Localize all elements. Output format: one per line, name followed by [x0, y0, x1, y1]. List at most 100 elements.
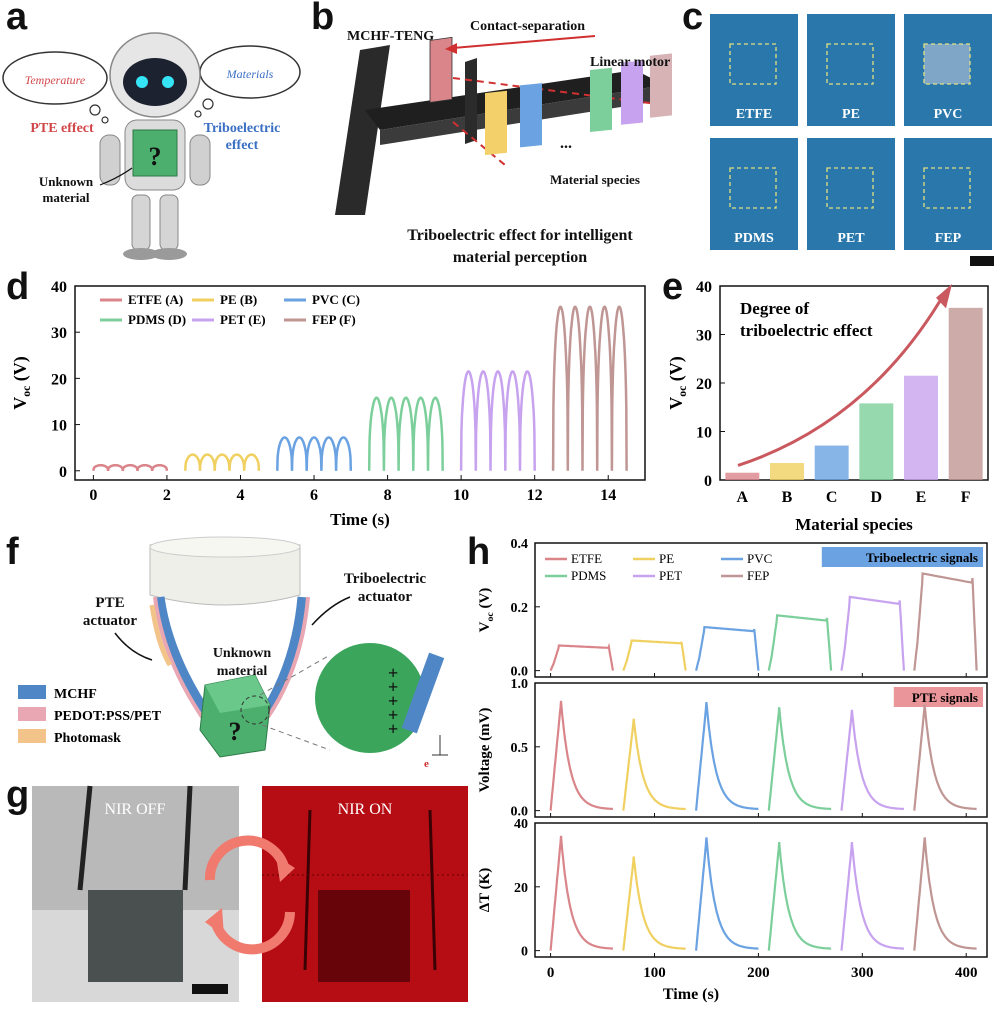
caption-line-2: material perception: [453, 249, 587, 266]
bar-A: [725, 472, 760, 480]
plot-frame: [74, 285, 646, 481]
motor-label: Linear motor: [590, 55, 670, 70]
legend-label: PET (E): [220, 312, 266, 327]
bar-D: [859, 403, 894, 480]
sample-tile: [710, 14, 798, 126]
signal-tag: PTE signals: [912, 690, 978, 705]
y-tick-label: 20: [514, 881, 528, 896]
panel-letter: g: [6, 774, 30, 816]
panel-letter: c: [682, 0, 704, 38]
sample-tile: [710, 138, 798, 250]
x-tick-label: D: [871, 489, 883, 506]
scale-bar: [970, 256, 994, 266]
thought-cloud-left: Temperature: [2, 51, 109, 124]
series-line-PVC: [695, 837, 759, 951]
panel-f: f ? + + + + + e PTE actuator Triboelectr…: [0, 531, 465, 770]
x-tick-label: C: [826, 489, 838, 506]
trend-arrow-head: [936, 284, 952, 309]
sample-label: ETFE: [736, 107, 773, 122]
panel-letter: d: [6, 266, 30, 308]
sample-tile: [807, 14, 895, 126]
x-tick-label: 100: [643, 965, 666, 981]
x-tick-label: 400: [955, 965, 978, 981]
plot-frame: [534, 542, 988, 678]
legend-label: PE (B): [220, 292, 257, 307]
x-tick-label: 14: [600, 487, 616, 504]
y-axis-label: Voc (V): [10, 356, 33, 410]
thought-cloud-right: Materials: [194, 45, 301, 118]
x-tick-label: 4: [236, 487, 244, 504]
teng-setup-illustration: ... MCHF-TENG Contact-separation Linear …: [335, 19, 672, 266]
x-axis-label: Time (s): [663, 986, 719, 1003]
thought-right-text: Materials: [226, 67, 274, 81]
legend-label: ETFE (A): [128, 292, 183, 307]
series-line-PDMS: [767, 613, 833, 671]
bar-F: [948, 307, 983, 480]
y-axis-label: Voc (V): [666, 356, 689, 410]
svg-text:+: +: [388, 705, 398, 725]
y-axis-label: Voc (V): [477, 588, 496, 633]
panel-letter: h: [467, 531, 491, 573]
pte-actuator-2: actuator: [83, 613, 137, 629]
actuator-illustration: ? + + + + + e PTE actuator Triboelectric…: [18, 536, 448, 770]
sample-region: [923, 43, 971, 85]
electron-label: e: [424, 758, 429, 770]
series-line-PET: [840, 595, 905, 671]
signal-tag-bg: [821, 547, 983, 567]
series-line-PE: [622, 639, 687, 671]
tribo-actuator-2: actuator: [358, 589, 412, 605]
x-tick-label: E: [916, 489, 927, 506]
panel-b: b ... MCHF-TENG Contact-separation Linea…: [305, 0, 700, 268]
x-tick-label: 2: [163, 487, 171, 504]
sample-region: [826, 43, 874, 85]
sample-label: FEP: [935, 231, 962, 246]
signal-tag-bg: [893, 687, 983, 707]
sample-label: PET: [837, 231, 865, 246]
x-tick-label: 0: [89, 487, 97, 504]
legend-swatch: [18, 707, 46, 721]
nir-off-label: NIR OFF: [105, 801, 166, 818]
legend-label: ETFE: [571, 551, 602, 566]
legend-label: PVC: [747, 551, 772, 566]
panel-letter: e: [662, 266, 684, 308]
x-tick-label: 6: [310, 487, 318, 504]
y-tick-label: 0.2: [511, 601, 529, 616]
legend-label: FEP (F): [312, 312, 356, 327]
series-line-PDMS: [767, 842, 832, 951]
caption-line-1: Triboelectric effect for intelligent: [407, 227, 633, 244]
legend-swatch: [18, 685, 46, 699]
legend-label: PDMS: [571, 568, 606, 583]
y-tick-label: 40: [514, 817, 528, 832]
sample-label: PVC: [934, 107, 963, 122]
sample-label: PDMS: [734, 231, 774, 246]
nir-on-label: NIR ON: [338, 801, 393, 818]
svg-text:+: +: [388, 691, 398, 711]
y-tick-label: 0.5: [511, 741, 529, 756]
dots: ...: [560, 135, 572, 152]
y-tick-label: 10: [696, 425, 712, 442]
series-line-PDMS (D): [367, 396, 444, 471]
motion-label: Contact-separation: [470, 19, 585, 34]
series-line-PET: [840, 842, 904, 951]
question-mark: ?: [149, 142, 162, 171]
svg-text:+: +: [388, 663, 398, 683]
y-tick-label: 30: [696, 328, 712, 345]
x-tick-label: 200: [747, 965, 770, 981]
legend-label: PEDOT:PSS/PET: [54, 709, 162, 724]
plot-frame: [534, 682, 988, 818]
panel-letter: a: [6, 0, 28, 38]
nir-off-photo: NIR OFF: [32, 785, 239, 1002]
y-tick-label: 10: [51, 418, 67, 435]
device-label: MCHF-TENG: [347, 29, 434, 44]
nir-on-photo: NIR ON: [262, 786, 468, 1002]
x-tick-label: 10: [453, 487, 469, 504]
series-line-FEP: [913, 837, 977, 951]
y-tick-label: 0: [59, 464, 67, 481]
y-tick-label: 0.0: [511, 805, 529, 820]
signal-tag: Triboelectric signals: [866, 550, 978, 565]
pte-actuator-1: PTE: [95, 595, 124, 611]
